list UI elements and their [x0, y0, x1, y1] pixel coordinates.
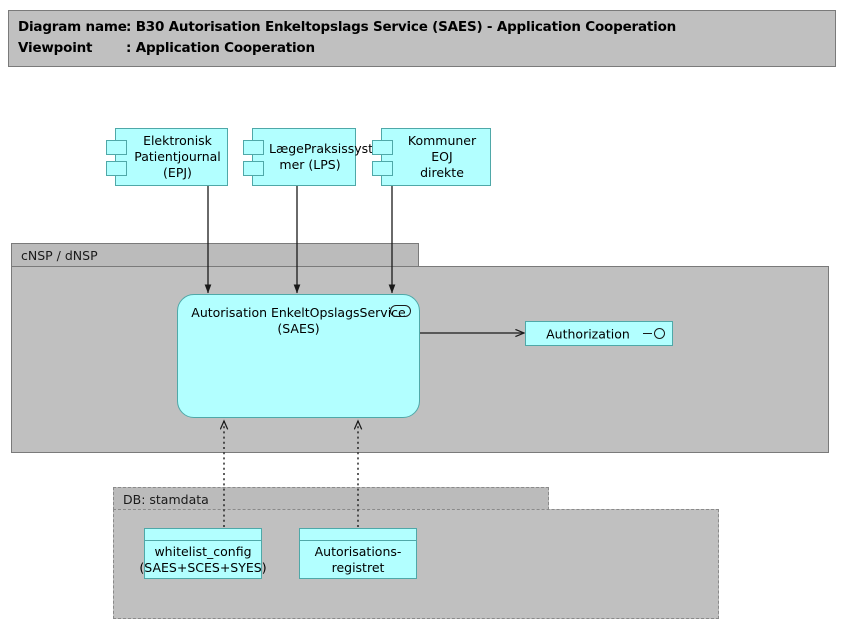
application-interface-label: Authorization [546, 326, 630, 341]
data-object-whitelist-config[interactable]: whitelist_config (SAES+SCES+SYES) [139, 528, 267, 579]
data-object-label: Autorisations- registret [314, 544, 402, 575]
application-interface-authorization[interactable]: Authorization [525, 321, 673, 346]
component-tab-icon [243, 140, 264, 155]
diagram-name-separator: : [126, 19, 136, 35]
component-kommuner-eoj-direkte[interactable]: Kommuner EOJ direkte [372, 128, 491, 186]
group-cnsp-dnsp-tab: cNSP / dNSP [11, 243, 419, 267]
component-tab-icon [106, 140, 127, 155]
diagram-name-value: B30 Autorisation Enkeltopslags Service (… [135, 19, 677, 35]
data-object-autorisationsregistret[interactable]: Autorisations- registret [299, 528, 417, 579]
diagram-name-label: Diagram name [18, 19, 127, 35]
data-object-label: whitelist_config (SAES+SCES+SYES) [139, 544, 267, 575]
viewpoint-value: Application Cooperation [135, 40, 315, 56]
viewpoint-line: Viewpoint: Application Cooperation [18, 40, 315, 56]
diagram-name-line: Diagram name: B30 Autorisation Enkeltops… [18, 19, 676, 35]
component-label: Elektronisk Patientjournal (EPJ) [134, 133, 221, 180]
component-tab-icon [243, 161, 264, 176]
group-db-stamdata-label: DB: stamdata [123, 492, 209, 507]
group-cnsp-dnsp-body [11, 266, 829, 453]
component-label: LægePraksissyste mer (LPS) [269, 141, 381, 172]
application-service-icon [390, 305, 411, 317]
application-service-label: Autorisation EnkeltOpslagsService (SAES) [191, 305, 406, 336]
interface-stem [643, 332, 652, 334]
component-elektronisk-patientjournal[interactable]: Elektronisk Patientjournal (EPJ) [106, 128, 228, 186]
data-object-header-band [145, 529, 261, 541]
application-service-saes[interactable]: Autorisation EnkeltOpslagsService (SAES) [177, 294, 420, 418]
component-laegepraksissystemer[interactable]: LægePraksissyste mer (LPS) [243, 128, 381, 186]
component-tab-icon [372, 140, 393, 155]
group-db-stamdata-tab: DB: stamdata [113, 487, 549, 510]
component-label: Kommuner EOJ direkte [407, 133, 477, 180]
viewpoint-separator: : [126, 40, 136, 56]
group-cnsp-dnsp-label: cNSP / dNSP [21, 248, 98, 263]
component-tab-icon [106, 161, 127, 176]
viewpoint-label: Viewpoint [18, 40, 93, 56]
data-object-header-band [300, 529, 416, 541]
interface-ball [654, 327, 665, 339]
application-interface-icon [643, 327, 665, 340]
diagram-header: Diagram name: B30 Autorisation Enkeltops… [8, 10, 836, 67]
component-tab-icon [372, 161, 393, 176]
